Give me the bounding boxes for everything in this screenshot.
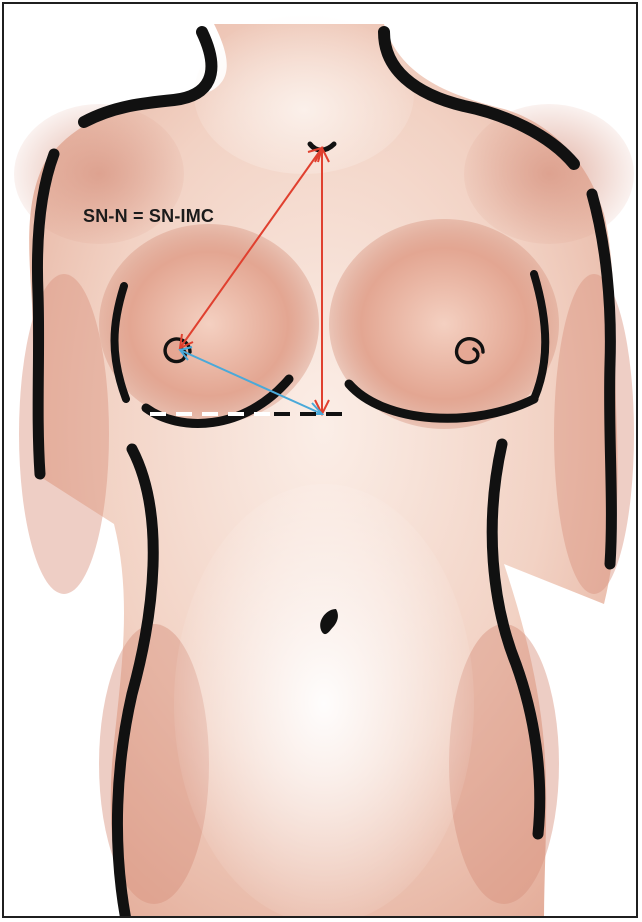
right-breast-shading	[99, 224, 319, 424]
measurement-formula-label: SN-N = SN-IMC	[83, 206, 214, 227]
torso-illustration	[4, 4, 638, 918]
nipple-left-icon	[457, 337, 483, 363]
